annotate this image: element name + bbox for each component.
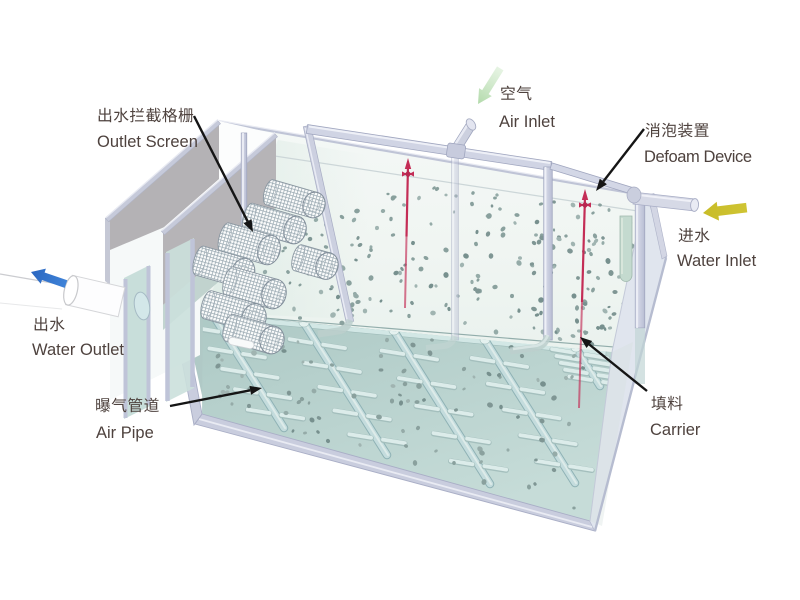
svg-text:Defoam Device: Defoam Device bbox=[644, 148, 752, 166]
svg-text:Air Inlet: Air Inlet bbox=[499, 113, 555, 131]
svg-text:Outlet Screen: Outlet Screen bbox=[97, 133, 198, 151]
svg-text:Water Outlet: Water Outlet bbox=[32, 341, 124, 359]
svg-text:Air Pipe: Air Pipe bbox=[96, 424, 154, 442]
svg-text:Water Inlet: Water Inlet bbox=[677, 252, 757, 270]
svg-text:Carrier: Carrier bbox=[650, 421, 701, 439]
